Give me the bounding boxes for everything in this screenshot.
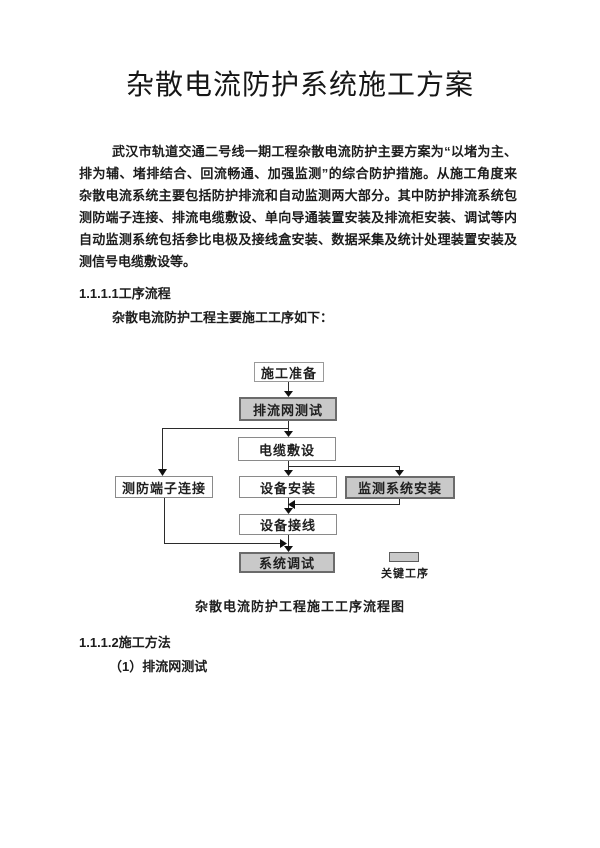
paragraph-line: 排为辅、堵排结合、回流畅通、加强监测”的综合防护措施。从施工角度来看， (79, 166, 517, 181)
flow-node-drainage-net-test: 排流网测试 (239, 397, 337, 421)
flow-node-system-debug: 系统调试 (239, 552, 335, 573)
method-item-drainage-test: （1）排流网测试 (109, 659, 208, 674)
paragraph-line: 测信号电缆敷设等。 (79, 254, 197, 269)
paragraph-line: 测防端子连接、排流电缆敷设、单向导通装置安装及排流柜安装、调试等内容； (79, 210, 517, 225)
section-heading-construction-method: 1.1.1.2施工方法 (79, 635, 171, 650)
process-flow-intro: 杂散电流防护工程主要施工工序如下： (112, 310, 334, 325)
intro-paragraph: 武汉市轨道交通二号线一期工程杂散电流防护主要方案为“以堵为主、以 排为辅、堵排结… (79, 141, 517, 273)
process-flowchart: 施工准备 排流网测试 电缆敷设 测防端子连接 设备安装 监测系统安装 设备接线 … (0, 350, 600, 590)
flowchart-caption: 杂散电流防护工程施工工序流程图 (194, 599, 405, 614)
paragraph-line: 武汉市轨道交通二号线一期工程杂散电流防护主要方案为“以堵为主、以 (112, 144, 517, 159)
section-heading-process-flow: 1.1.1.1工序流程 (79, 286, 171, 301)
document-title: 杂散电流防护系统施工方案 (125, 70, 474, 101)
flow-node-cable-laying: 电缆敷设 (238, 437, 336, 461)
paragraph-line: 杂散电流系统主要包括防护排流和自动监测两大部分。其中防护排流系统包括 (79, 188, 517, 203)
key-process-legend-label: 关键工序 (381, 568, 429, 580)
flow-node-terminal-connection: 测防端子连接 (115, 476, 213, 498)
flow-node-construction-prep: 施工准备 (254, 362, 324, 382)
flow-node-equipment-install: 设备安装 (239, 476, 337, 498)
flow-node-equipment-wiring: 设备接线 (239, 514, 337, 535)
flow-node-monitoring-install: 监测系统安装 (345, 476, 455, 499)
key-process-legend-swatch (389, 552, 419, 562)
paragraph-line: 自动监测系统包括参比电极及接线盒安装、数据采集及统计处理装置安装及监 (79, 232, 517, 247)
